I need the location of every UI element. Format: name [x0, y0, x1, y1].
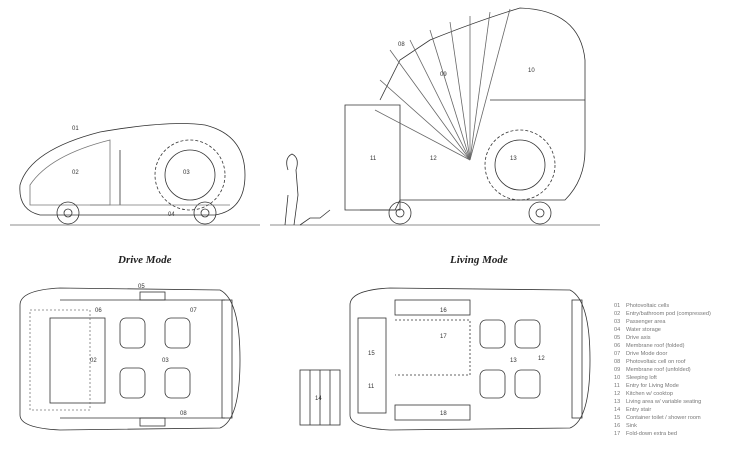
callout: 08	[180, 411, 187, 417]
legend-number: 11	[614, 383, 620, 389]
legend-text: Sink	[626, 423, 637, 429]
legend-text: Sleeping loft	[626, 375, 657, 381]
legend-number: 07	[614, 351, 621, 357]
legend-text: Membrane roof (unfolded)	[626, 367, 691, 373]
legend-item: 07 Drive Mode door	[614, 350, 711, 358]
legend-item: 10 Sleeping loft	[614, 374, 711, 382]
callout: 11	[368, 384, 375, 390]
legend-number: 12	[614, 391, 621, 397]
legend-number: 13	[614, 399, 621, 405]
legend-text: Entry for Living Mode	[626, 383, 679, 389]
callout: 14	[315, 396, 322, 402]
living-plan-view	[299, 287, 591, 431]
legend-item: 05 Drive axis	[614, 334, 711, 342]
callout: 04	[168, 212, 175, 218]
legend-item: 12 Kitchen w/ cooktop	[614, 390, 711, 398]
drive-side-view	[10, 123, 260, 226]
legend-text: Entry stair	[626, 407, 652, 413]
living-side-view	[270, 7, 600, 226]
legend-item: 16 Sink	[614, 422, 711, 430]
callout: 12	[430, 156, 437, 162]
callout: 13	[510, 156, 517, 162]
callout: 05	[138, 284, 145, 290]
legend-number: 04	[614, 327, 621, 333]
callout: 10	[528, 68, 535, 74]
callout: 01	[72, 126, 79, 132]
legend-item: 03 Passenger area	[614, 318, 711, 326]
legend-item: 11 Entry for Living Mode	[614, 382, 711, 390]
callout: 08	[398, 42, 405, 48]
legend-item: 14 Entry stair	[614, 406, 711, 414]
callout: 06	[95, 308, 102, 314]
legend-number: 15	[614, 415, 621, 421]
legend-item: 17 Fold-down extra bed	[614, 430, 711, 438]
legend-number: 17	[614, 431, 621, 437]
legend-number: 02	[614, 311, 621, 317]
legend-item: 01 Photovoltaic cells	[614, 302, 711, 310]
callout: 09	[440, 72, 447, 78]
legend-item: 13 Living area w/ variable seating	[614, 398, 711, 406]
caption-living-mode: Living Mode	[450, 254, 508, 266]
legend-item: 15 Container toilet / shower room	[614, 414, 711, 422]
callout: 03	[183, 170, 190, 176]
callout: 18	[440, 411, 447, 417]
legend-text: Kitchen w/ cooktop	[626, 391, 673, 397]
legend: 01 Photovoltaic cells 02 Entry/bathroom pod…	[614, 302, 711, 438]
legend-text: Photovoltaic cells	[626, 303, 670, 309]
callout: 13	[510, 358, 517, 364]
legend-text: Membrane roof (folded)	[626, 343, 685, 349]
legend-text: Fold-down extra bed	[626, 431, 677, 437]
legend-item: 04 Water storage	[614, 326, 711, 334]
legend-text: Photovoltaic cell on roof	[626, 359, 686, 365]
callout: 17	[440, 334, 447, 340]
legend-text: Living area w/ variable seating	[626, 399, 702, 405]
legend-number: 16	[614, 423, 621, 429]
legend-number: 03	[614, 319, 621, 325]
callout: 11	[370, 156, 377, 162]
legend-text: Container toilet / shower room	[626, 415, 701, 421]
legend-text: Passenger area	[626, 319, 666, 325]
callout: 02	[90, 358, 97, 364]
callout: 12	[538, 356, 545, 362]
legend-item: 06 Membrane roof (folded)	[614, 342, 711, 350]
legend-number: 05	[614, 335, 621, 341]
human-figure	[284, 153, 299, 226]
legend-number: 10	[614, 375, 621, 381]
legend-number: 08	[614, 359, 621, 365]
legend-text: Drive Mode door	[626, 351, 668, 357]
legend-number: 14	[614, 407, 621, 413]
callout: 07	[190, 308, 197, 314]
legend-number: 06	[614, 343, 621, 349]
legend-item: 08 Photovoltaic cell on roof	[614, 358, 711, 366]
legend-item: 09 Membrane roof (unfolded)	[614, 366, 711, 374]
caption-drive-mode: Drive Mode	[118, 254, 172, 266]
callout: 02	[72, 170, 79, 176]
legend-number: 09	[614, 367, 621, 373]
callout: 03	[162, 358, 169, 364]
legend-item: 02 Entry/bathroom pod (compressed)	[614, 310, 711, 318]
callout: 15	[368, 351, 375, 357]
legend-text: Water storage	[626, 327, 661, 333]
legend-text: Entry/bathroom pod (compressed)	[626, 311, 711, 317]
callout: 16	[440, 308, 447, 314]
legend-text: Drive axis	[626, 335, 651, 341]
drive-plan-view	[19, 287, 241, 431]
legend-number: 01	[614, 303, 621, 309]
